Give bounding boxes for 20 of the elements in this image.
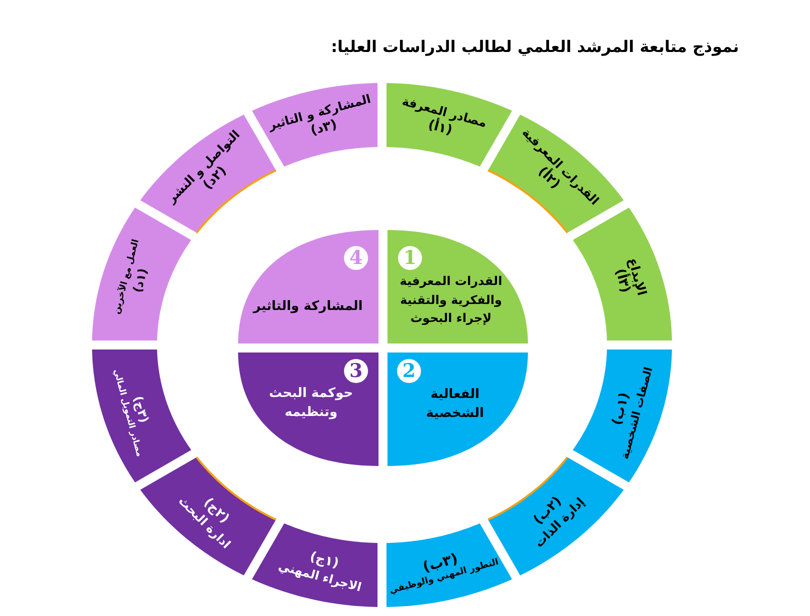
quadrant	[236, 228, 381, 346]
ring-segment	[486, 113, 626, 236]
quadrant-label: القدرات المعرفية والفكرية والتقنية لإجراء البحوث	[399, 273, 503, 328]
ring-segment	[90, 347, 194, 484]
segment-code: (١د)	[130, 266, 152, 294]
ring-segment	[571, 206, 675, 343]
ring-segment	[250, 81, 380, 169]
quadrant-label: حوكمة البحث وتنظيمه	[268, 385, 354, 422]
quadrant	[236, 351, 381, 469]
quadrant-label: الفعالية الشخصية	[426, 386, 484, 423]
quadrant-label: المشاركة والتاثير	[252, 298, 364, 316]
ring-segment	[250, 521, 380, 609]
ring-segment	[571, 347, 675, 484]
quadrant	[386, 228, 531, 346]
quadrant	[386, 351, 531, 469]
ring-segment	[385, 81, 515, 169]
ring-segment	[90, 206, 194, 343]
ring-segment	[138, 455, 278, 578]
ring-segment	[385, 521, 515, 609]
title: نموذج متابعة المرشد العلمي لطالب الدراسات العليا:	[330, 37, 739, 56]
